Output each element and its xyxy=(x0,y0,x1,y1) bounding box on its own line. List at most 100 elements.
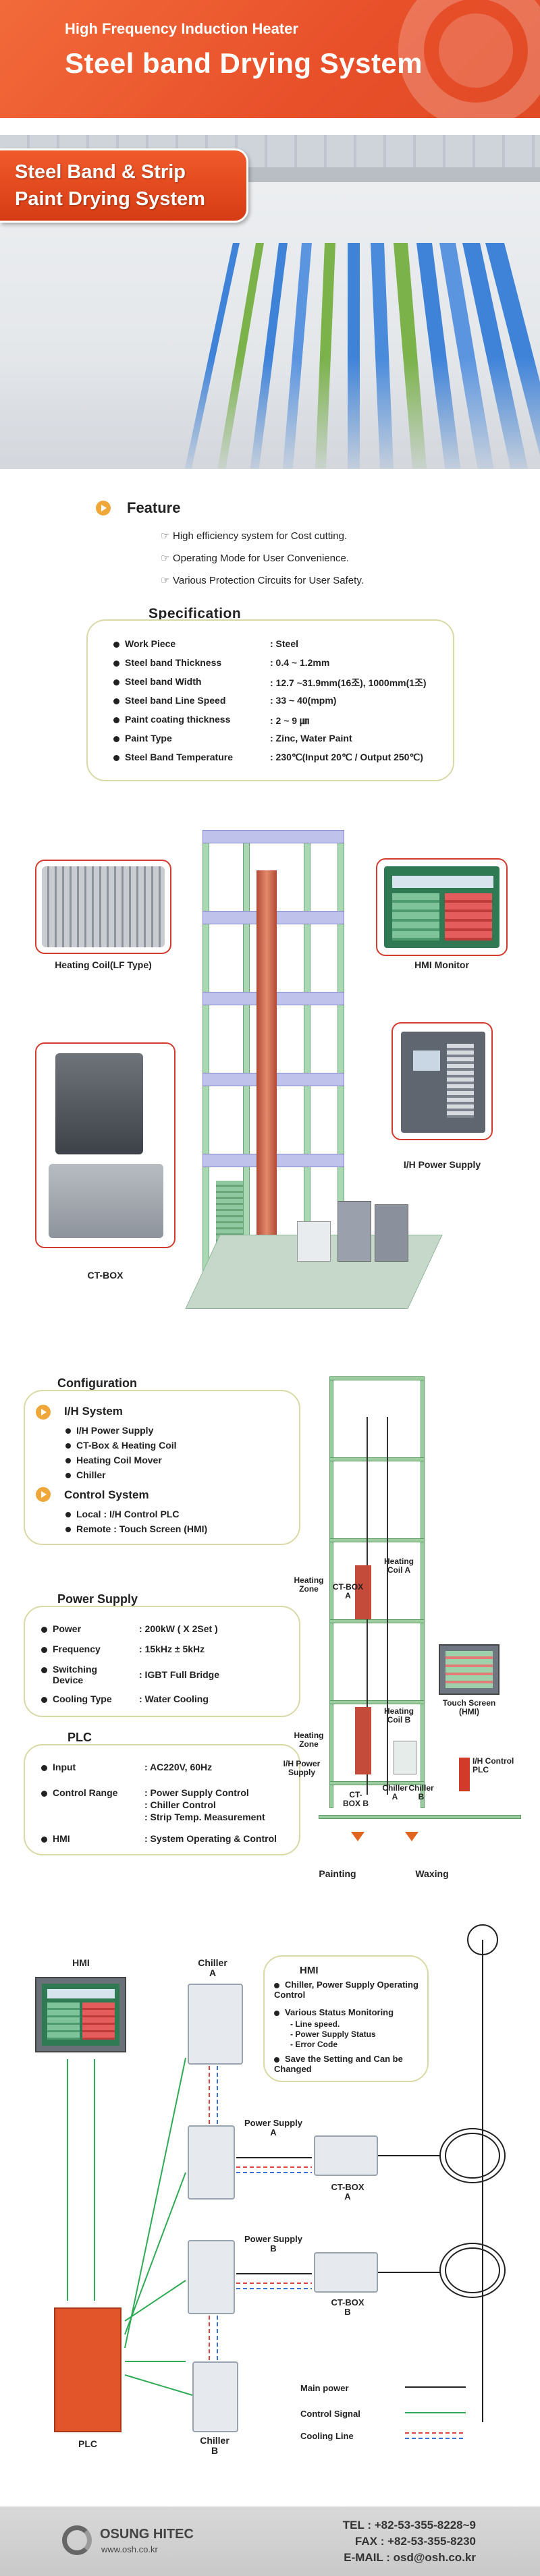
control-signal-line xyxy=(124,2172,186,2335)
pointing-hand-icon: ☞ xyxy=(161,553,170,564)
chiller-a-label: Chiller A xyxy=(382,1783,408,1802)
hmi-info-box: HMI Chiller, Power Supply Operating Cont… xyxy=(263,1955,429,2082)
arrow-down-icon xyxy=(405,1832,418,1841)
config-item: CT-Box & Heating Coil xyxy=(65,1440,177,1451)
power-supply-a-unit xyxy=(188,2125,235,2200)
arrow-icon xyxy=(36,1487,51,1502)
touch-screen-image xyxy=(439,1644,500,1695)
plc-box: Input: AC220V, 60Hz Control Range: Power… xyxy=(24,1744,300,1855)
ih-power-supply-label: I/H Power Supply xyxy=(283,1759,321,1778)
ct-box-photo xyxy=(35,1042,176,1248)
specification-title: Specification xyxy=(148,606,242,621)
control-signal-line xyxy=(124,2057,186,2349)
hmi-label: HMI xyxy=(72,1957,90,1968)
contact-fax: FAX : +82-53-355-8230 xyxy=(354,2535,476,2548)
heating-coil-b-label: Heating Coil B xyxy=(383,1706,414,1725)
spec-row: Work Piece: Steel xyxy=(113,638,298,649)
pointing-hand-icon: ☞ xyxy=(161,575,170,586)
power-supply-box: Power: 200kW ( X 2Set ) Frequency: 15kHz… xyxy=(24,1606,300,1717)
hmi-monitor-sub: - Power Supply Status xyxy=(290,2029,376,2039)
heating-coil-column xyxy=(256,870,277,1248)
plc-cabinet xyxy=(54,2307,122,2432)
header-circle-decoration xyxy=(439,13,513,88)
spec-row: Steel band Thickness: 0.4 ~ 1.2mm xyxy=(113,657,329,668)
power-supply-title: Power Supply xyxy=(57,1592,138,1606)
power-row: Frequency: 15kHz ± 5kHz xyxy=(41,1644,205,1654)
spec-row: Paint Type: Zinc, Water Paint xyxy=(113,733,352,744)
spec-row: Steel Band Temperature: 230℃(Input 20℃ /… xyxy=(113,752,423,762)
ct-box-b-label: CT-BOX B xyxy=(342,1790,369,1809)
power-supply-b-unit xyxy=(188,2240,235,2314)
waxing-label: Waxing xyxy=(415,1868,449,1879)
legend-main-power: Main power xyxy=(300,2383,349,2393)
chiller-b-label: Chiller B xyxy=(408,1783,434,1802)
hero-badge: Steel Band & Strip Paint Drying System xyxy=(0,148,248,223)
hmi-monitor-photo xyxy=(376,858,508,956)
page-header: High Frequency Induction Heater Steel ba… xyxy=(0,0,540,118)
heating-coil-caption: Heating Coil(LF Type) xyxy=(55,959,152,970)
spec-row: Steel band Line Speed: 33 ~ 40(mpm) xyxy=(113,695,336,706)
touch-screen-label: Touch Screen (HMI) xyxy=(442,1698,496,1717)
config-item: Chiller xyxy=(65,1469,106,1480)
page-footer: OSUNG HITEC www.osh.co.kr TEL : +82-53-3… xyxy=(0,2507,540,2576)
config-item: I/H Power Supply xyxy=(65,1425,153,1436)
system-wiring xyxy=(67,1924,506,2439)
hmi-info-item: Various Status Monitoring xyxy=(274,2007,423,2017)
ct-box-caption: CT-BOX xyxy=(87,1270,124,1281)
ct-box-a-label: CT-BOX A xyxy=(332,1582,364,1601)
ct-box-b-unit xyxy=(314,2252,378,2293)
arrow-down-icon xyxy=(351,1832,364,1841)
pointing-hand-icon: ☞ xyxy=(161,530,170,542)
hero-badge-line2: Paint Drying System xyxy=(15,188,206,210)
chiller-a-unit xyxy=(188,1984,243,2065)
plc-row: Input: AC220V, 60Hz xyxy=(41,1762,212,1772)
plc-cabinet xyxy=(459,1758,470,1791)
legend-control-signal: Control Signal xyxy=(300,2409,360,2419)
hero-photo: Steel Band & Strip Paint Drying System xyxy=(0,135,540,469)
hmi-monitor-sub: - Error Code xyxy=(290,2040,338,2049)
heating-coil-a-label: Heating Coil A xyxy=(383,1557,414,1575)
feature-item-text: Various Protection Circuits for User Saf… xyxy=(173,575,364,586)
roller-icon xyxy=(467,1924,498,1955)
company-website: www.osh.co.kr xyxy=(101,2544,158,2554)
power-cabinet xyxy=(338,1201,371,1262)
plc-title: PLC xyxy=(68,1731,92,1744)
side-tower-schematic xyxy=(329,1370,451,1869)
arrow-icon xyxy=(96,501,111,515)
hmi-monitor-caption: HMI Monitor xyxy=(414,959,469,970)
chiller-unit xyxy=(297,1221,331,1262)
hmi-info-item: Chiller, Power Supply Operating Control xyxy=(274,1980,418,2000)
power-row: Switching: IGBT Full Bridge xyxy=(41,1664,219,1680)
header-subtitle: High Frequency Induction Heater xyxy=(65,20,298,37)
feature-item: ☞High efficiency system for Cost cutting… xyxy=(161,530,347,542)
heating-coil-icon xyxy=(445,2133,500,2179)
configuration-section: Configuration I/H System I/H Power Suppl… xyxy=(0,1370,540,1889)
feature-section: Feature ☞High efficiency system for Cost… xyxy=(0,493,540,600)
hero-badge-line1: Steel Band & Strip xyxy=(15,161,186,183)
config-item: Remote : Touch Screen (HMI) xyxy=(65,1523,207,1534)
specification-box: Work Piece: Steel Steel band Thickness: … xyxy=(86,619,454,781)
power-row-label2: Device xyxy=(53,1675,84,1685)
plc-row-value2: : Chiller Control xyxy=(144,1799,216,1810)
power-cabinet xyxy=(375,1204,408,1262)
control-signal-line xyxy=(124,2374,193,2396)
feature-item: ☞Various Protection Circuits for User Sa… xyxy=(161,574,364,586)
heating-coil-photo xyxy=(35,860,171,954)
hmi-box-title: HMI xyxy=(300,1965,319,1976)
config-item: Heating Coil Mover xyxy=(65,1455,162,1465)
company-logo-icon xyxy=(62,2525,92,2555)
tower-structure xyxy=(202,830,358,1316)
configuration-box: I/H System I/H Power Supply CT-Box & Hea… xyxy=(24,1390,300,1545)
plc-label: PLC xyxy=(78,2438,97,2449)
plc-row-value3: : Strip Temp. Measurement xyxy=(144,1812,265,1822)
page-title: Steel band Drying System xyxy=(65,47,423,79)
company-brand: OSUNG HITEC xyxy=(100,2527,194,2542)
configuration-title: Configuration xyxy=(57,1376,137,1390)
contact-tel: TEL : +82-53-355-8228~9 xyxy=(342,2519,476,2531)
power-row: Power: 200kW ( X 2Set ) xyxy=(41,1623,218,1634)
